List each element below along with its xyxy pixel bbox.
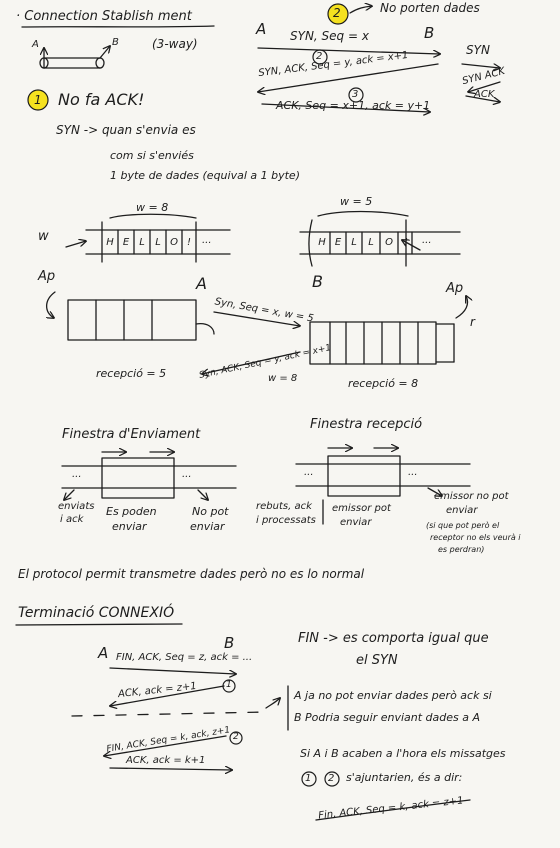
send-legend-cannot-2: enviar — [190, 520, 225, 533]
join-badge-two: 2 — [328, 773, 335, 784]
recv-note-3: es perdran) — [438, 545, 485, 554]
left-host-a: A — [196, 274, 207, 293]
mini-ack: ACK — [474, 89, 495, 100]
term-msg-fin: FIN, ACK, Seq = z, ack = ... — [116, 652, 253, 663]
recv-legend-recv-2: i processats — [256, 515, 316, 526]
protocol-note: El protocol permit transmetre dades però… — [18, 567, 365, 581]
syn-explain-1: SYN -> quan s'envia es — [56, 123, 196, 137]
msg-syn: SYN, Seq = x — [290, 29, 369, 43]
recv-left-label: recepció = 5 — [96, 367, 167, 380]
left-cell: E — [122, 237, 130, 248]
section-title: · Connection Stablish ment — [16, 9, 192, 24]
term-step-one: 1 — [226, 680, 232, 690]
badge-two: 2 — [333, 6, 341, 20]
right-app-label: Ap — [446, 281, 464, 296]
left-window-size: w = 8 — [136, 201, 169, 214]
syn-explain-3: 1 byte de dades (equival a 1 byte) — [110, 169, 300, 182]
fin-note-2: el SYN — [356, 653, 398, 668]
right-cell: L — [368, 237, 374, 248]
fin-note-1: FIN -> es comporta igual que — [298, 631, 489, 646]
term-msg-ack-2: ACK, ack = k+1 — [126, 755, 206, 766]
left-cell: O — [170, 237, 178, 248]
left-cell: ! — [186, 237, 191, 248]
join-badge-one: 1 — [305, 773, 312, 784]
termination-title: Terminació CONNEXIÓ — [18, 605, 175, 621]
recv-legend-can: emissor pot — [332, 503, 391, 514]
recv-legend-can-2: enviar — [340, 517, 372, 528]
send-dots-right: ... — [182, 469, 192, 480]
send-legend-can: Es poden — [106, 505, 157, 518]
left-cell: L — [155, 237, 161, 248]
right-cell: E — [334, 237, 342, 248]
msg-window-w: w = 8 — [268, 373, 298, 384]
send-window-title: Finestra d'Enviament — [62, 427, 201, 442]
term-host-b: B — [224, 634, 235, 652]
recv-note-2: receptor no els veurà i — [430, 533, 521, 542]
left-app-label: Ap — [38, 269, 56, 284]
msg-ack: ACK, Seq = x+1, ack = y+1 — [276, 99, 431, 112]
right-cell: L — [351, 237, 357, 248]
recv-legend-cannot-2: enviar — [446, 505, 478, 516]
right-cell: ! — [403, 237, 408, 248]
right-cell: H — [318, 237, 326, 248]
recv-note-1: (si que pot però el — [426, 521, 500, 530]
right-cell: O — [385, 237, 393, 248]
send-dots-left: ... — [72, 469, 82, 480]
no-data-note: No porten dades — [380, 1, 480, 15]
half-close-note-a: A ja no pot enviar dades però ack si — [294, 689, 492, 702]
send-legend-sent-2: i ack — [60, 514, 84, 525]
send-legend-cannot: No pot — [192, 505, 229, 518]
join-note-2: s'ajuntarien, és a dir: — [346, 771, 463, 784]
recv-dots-right: ... — [408, 467, 418, 478]
handshake-type: (3-way) — [152, 37, 198, 51]
recv-window-title: Finestra recepció — [310, 417, 423, 432]
send-legend-sent: enviats — [58, 501, 95, 512]
left-cell: H — [106, 237, 114, 248]
right-r-label: r — [470, 315, 475, 329]
syn-explain-2: com si s'enviés — [110, 149, 194, 162]
recv-right-label: recepció = 8 — [348, 377, 419, 390]
term-step-two: 2 — [233, 732, 239, 742]
host-b-label: B — [424, 24, 435, 42]
join-note-1: Si A i B acaben a l'hora els missatges — [300, 747, 506, 760]
cable-label-a: A — [32, 39, 39, 50]
cable-label-b: B — [112, 37, 119, 48]
step-two: 2 — [316, 51, 323, 62]
term-host-a: A — [98, 644, 109, 662]
left-cell: L — [139, 237, 145, 248]
recv-legend-recv: rebuts, ack — [256, 501, 312, 512]
host-a-label: A — [256, 20, 267, 38]
right-window-size: w = 5 — [340, 195, 373, 208]
recv-legend-cannot: emissor no pot — [434, 491, 509, 502]
step-three: 3 — [352, 89, 359, 100]
badge-one: 1 — [34, 93, 42, 107]
left-w-label: w — [38, 229, 49, 244]
no-ack-note: No fa ACK! — [58, 90, 145, 109]
right-dots: ... — [422, 235, 432, 246]
recv-dots-left: ... — [304, 467, 314, 478]
half-close-note-b: B Podria seguir enviant dades a A — [294, 711, 481, 724]
right-host-b: B — [312, 272, 323, 291]
send-legend-can-2: enviar — [112, 520, 147, 533]
mini-syn: SYN — [466, 43, 490, 57]
left-dots: ... — [202, 235, 212, 246]
